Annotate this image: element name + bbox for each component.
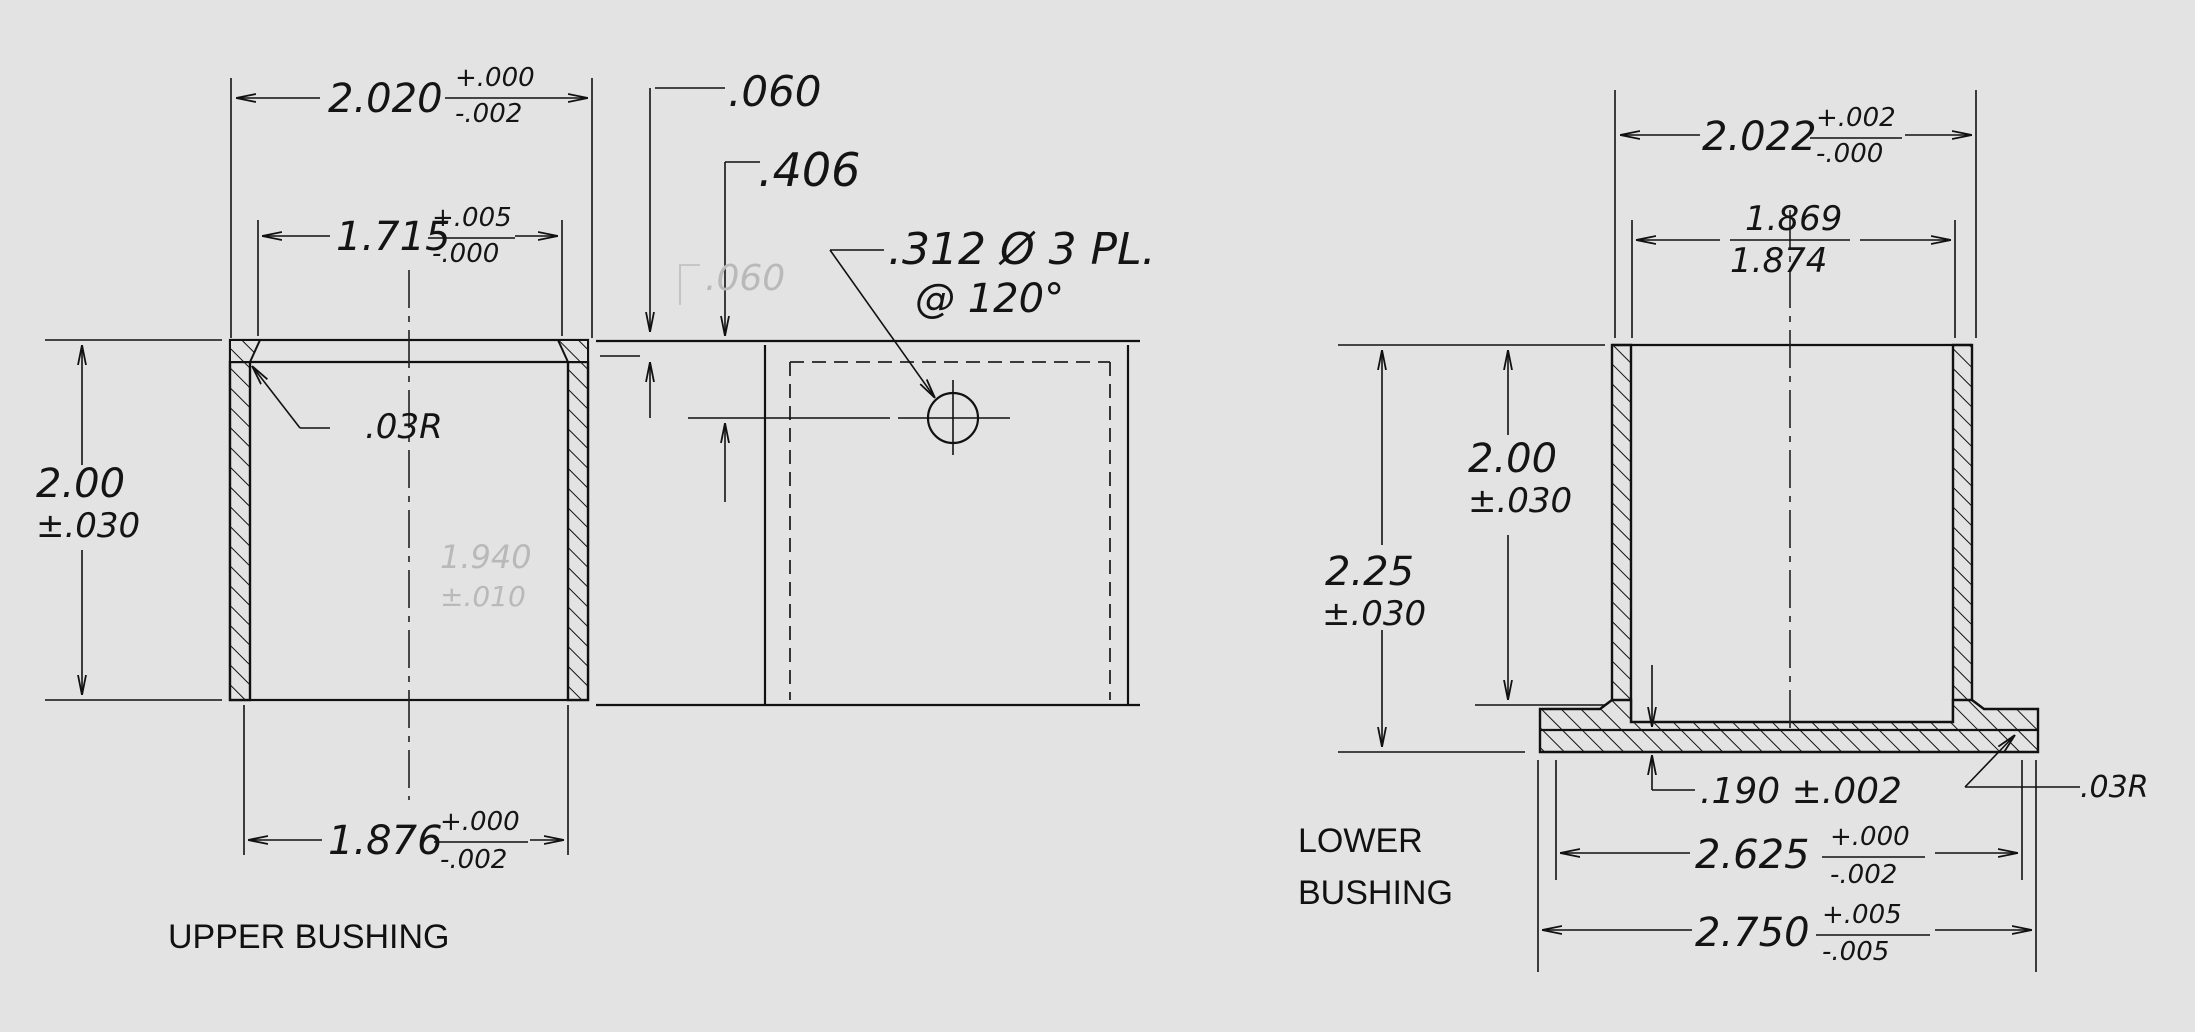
lower-height-value: 2.00: [1468, 436, 1557, 482]
upper-height-tol: ±.030: [36, 506, 140, 546]
flange-od-tol-plus: +.005: [1822, 900, 1902, 930]
upper-od-tol-minus: -.002: [455, 99, 522, 129]
leader-line: [252, 366, 301, 429]
side-view: .060 .406 .060 .312 Ø 3 PL. @ 120°: [596, 67, 1156, 707]
hole-spacing: @ 120°: [915, 276, 1064, 322]
upper-top-id-value: 1.715: [336, 214, 451, 260]
lower-od-value: 2.022: [1702, 114, 1817, 160]
flange-od-tol-minus: -.005: [1822, 937, 1889, 967]
upper-bottom-value: 1.876: [328, 818, 443, 864]
upper-od-value: 2.020: [328, 76, 443, 122]
erased-note: .060: [705, 258, 785, 299]
hole-callout: .312 Ø 3 PL.: [888, 224, 1156, 275]
upper-height-value: 2.00: [36, 461, 125, 507]
lower-od-tol-plus: +.002: [1816, 103, 1896, 133]
lower-id-lower: 1.874: [1730, 241, 1827, 281]
lower-id-upper: 1.869: [1745, 199, 1842, 239]
lower-height-tol: ±.030: [1468, 481, 1572, 521]
upper-bushing-title: UPPER BUSHING: [168, 918, 450, 956]
lower-flange: [1538, 698, 2040, 754]
upper-bottom-tol-minus: -.002: [440, 845, 507, 875]
upper-bottom-tol-plus: +.000: [440, 807, 520, 837]
lower-bushing-title-line1: LOWER: [1298, 822, 1423, 860]
flange-thickness: .190 ±.002: [1700, 771, 1902, 812]
upper-top-id-tol-plus: +.005: [432, 203, 512, 233]
upper-bushing-view: 2.020 +.000 -.002 1.715 +.005 -.000 1.87…: [36, 63, 593, 956]
lower-right-wall: [1951, 343, 1974, 722]
upper-top-id-tol-minus: -.000: [432, 239, 499, 269]
lower-left-wall: [1610, 343, 1633, 722]
flange-inner-tol-plus: +.000: [1830, 822, 1910, 852]
lower-overall-height-value: 2.25: [1325, 549, 1414, 595]
lower-bushing-view: 2.022 +.002 -.000 1.869 1.874 2.00 ±.030…: [1298, 90, 2149, 972]
side-lip-thickness: .060: [728, 67, 822, 116]
erased-tolerance: ±.010: [440, 580, 526, 613]
lower-bushing-title-line2: BUSHING: [1298, 874, 1453, 912]
erased-dimension: 1.940: [440, 538, 532, 576]
flange-inner-tol-minus: -.002: [1830, 860, 1897, 890]
flange-inner-value: 2.625: [1695, 832, 1810, 878]
leader-line: [1964, 735, 2015, 788]
lower-od-tol-minus: -.000: [1816, 139, 1883, 169]
upper-radius-note: .03R: [365, 407, 443, 447]
leader-line: [829, 249, 935, 398]
upper-right-lip: [556, 339, 589, 363]
flange-od-value: 2.750: [1695, 910, 1810, 956]
upper-left-lip: [229, 339, 262, 363]
lower-overall-height-tol: ±.030: [1322, 594, 1426, 634]
upper-od-tol-plus: +.000: [455, 63, 535, 93]
upper-right-wall: [566, 360, 590, 702]
upper-left-wall: [228, 360, 252, 702]
side-hole-offset: .406: [758, 143, 860, 197]
lower-radius-note: .03R: [2080, 770, 2149, 805]
erased-leader: [679, 264, 700, 305]
